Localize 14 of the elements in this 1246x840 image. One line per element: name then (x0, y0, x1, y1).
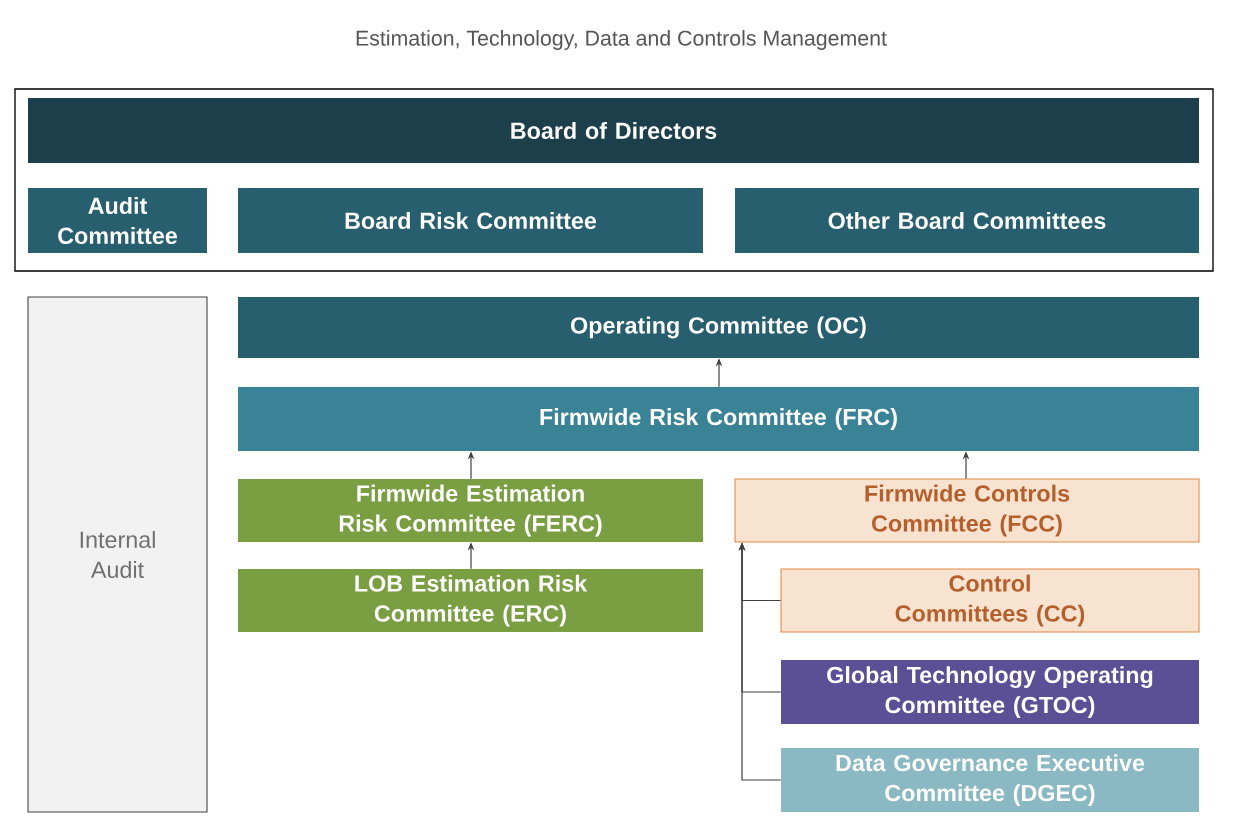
committee-box: Control Committees (CC) (780, 568, 1200, 633)
committee-box: Board of Directors (28, 98, 1199, 163)
committee-box: Firmwide Estimation Risk Committee (FERC) (238, 479, 703, 542)
committee-box: Firmwide Risk Committee (FRC) (238, 387, 1199, 451)
committee-box: Board Risk Committee (238, 188, 703, 253)
committee-box: Global Technology Operating Committee (GTOC) (781, 660, 1199, 724)
committee-box: Operating Committee (OC) (238, 297, 1199, 358)
committee-box: Firmwide Controls Committee (FCC) (734, 478, 1200, 543)
title: Estimation, Technology, Data and Controls Management (356, 30, 887, 50)
committee-box: Other Board Committees (735, 188, 1199, 253)
committee-box: Data Governance Executive Committee (DGEC) (781, 748, 1199, 812)
committee-box: Audit Committee (28, 188, 207, 253)
audit-band: Internal Audit (27, 296, 208, 813)
committee-box: LOB Estimation Risk Committee (ERC) (238, 569, 703, 632)
